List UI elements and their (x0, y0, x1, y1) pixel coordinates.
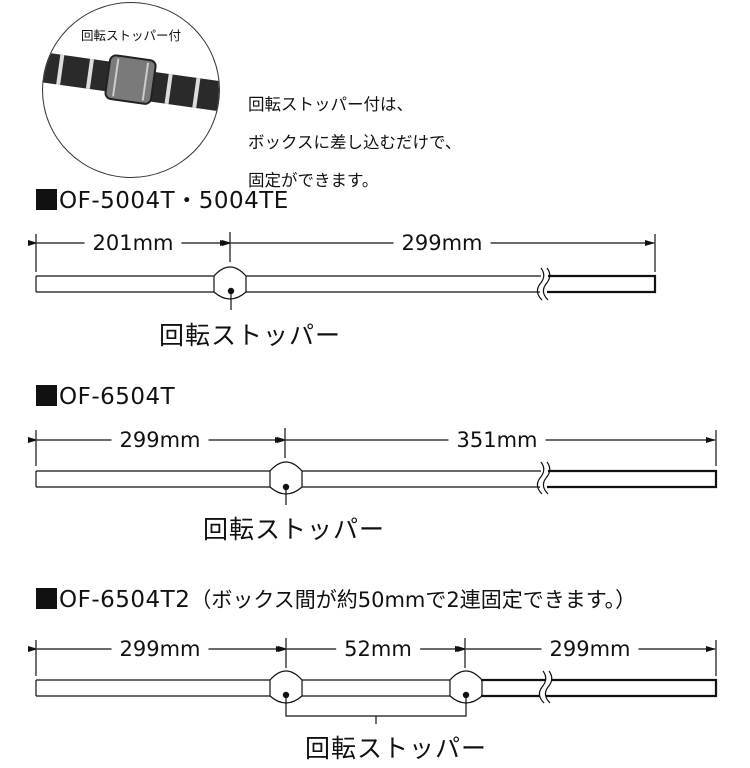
dimension-label: 201mm (84, 232, 182, 254)
model-note: （ボックス間が約50mmで2連固定できます。） (190, 588, 637, 612)
model-heading-3: OF-6504T2（ボックス間が約50mmで2連固定できます。） (36, 587, 636, 613)
dimension-label: 299mm (111, 638, 209, 660)
note-line-2: ボックスに差し込むだけで、 (248, 133, 462, 152)
callout-rotation-stopper: 回転ストッパー (202, 515, 386, 544)
inset-label: 回転ストッパー付 (80, 28, 181, 43)
dimension-label: 299mm (541, 638, 639, 660)
callout-rotation-stopper: 回転ストッパー (304, 734, 488, 763)
dimension-label: 351mm (448, 429, 546, 451)
feature-note: 回転ストッパー付は、 ボックスに差し込むだけで、 固定ができます。 (248, 76, 461, 209)
inset-photo-circle: 回転ストッパー付 (42, 2, 220, 178)
square-bullet-icon (36, 189, 57, 210)
dimension-label: 52mm (336, 638, 420, 660)
note-line-1: 回転ストッパー付は、 (248, 95, 413, 114)
square-bullet-icon (36, 588, 57, 609)
model-heading-2: OF-6504T (36, 384, 175, 410)
dimension-label: 299mm (111, 429, 209, 451)
callout-rotation-stopper: 回転ストッパー (158, 321, 342, 350)
model-heading-1: OF-5004T・5004TE (36, 188, 289, 214)
square-bullet-icon (36, 385, 57, 406)
dimension-label: 299mm (393, 232, 491, 254)
note-line-3: 固定ができます。 (248, 171, 379, 190)
rotation-stopper-photo-icon (43, 51, 219, 115)
